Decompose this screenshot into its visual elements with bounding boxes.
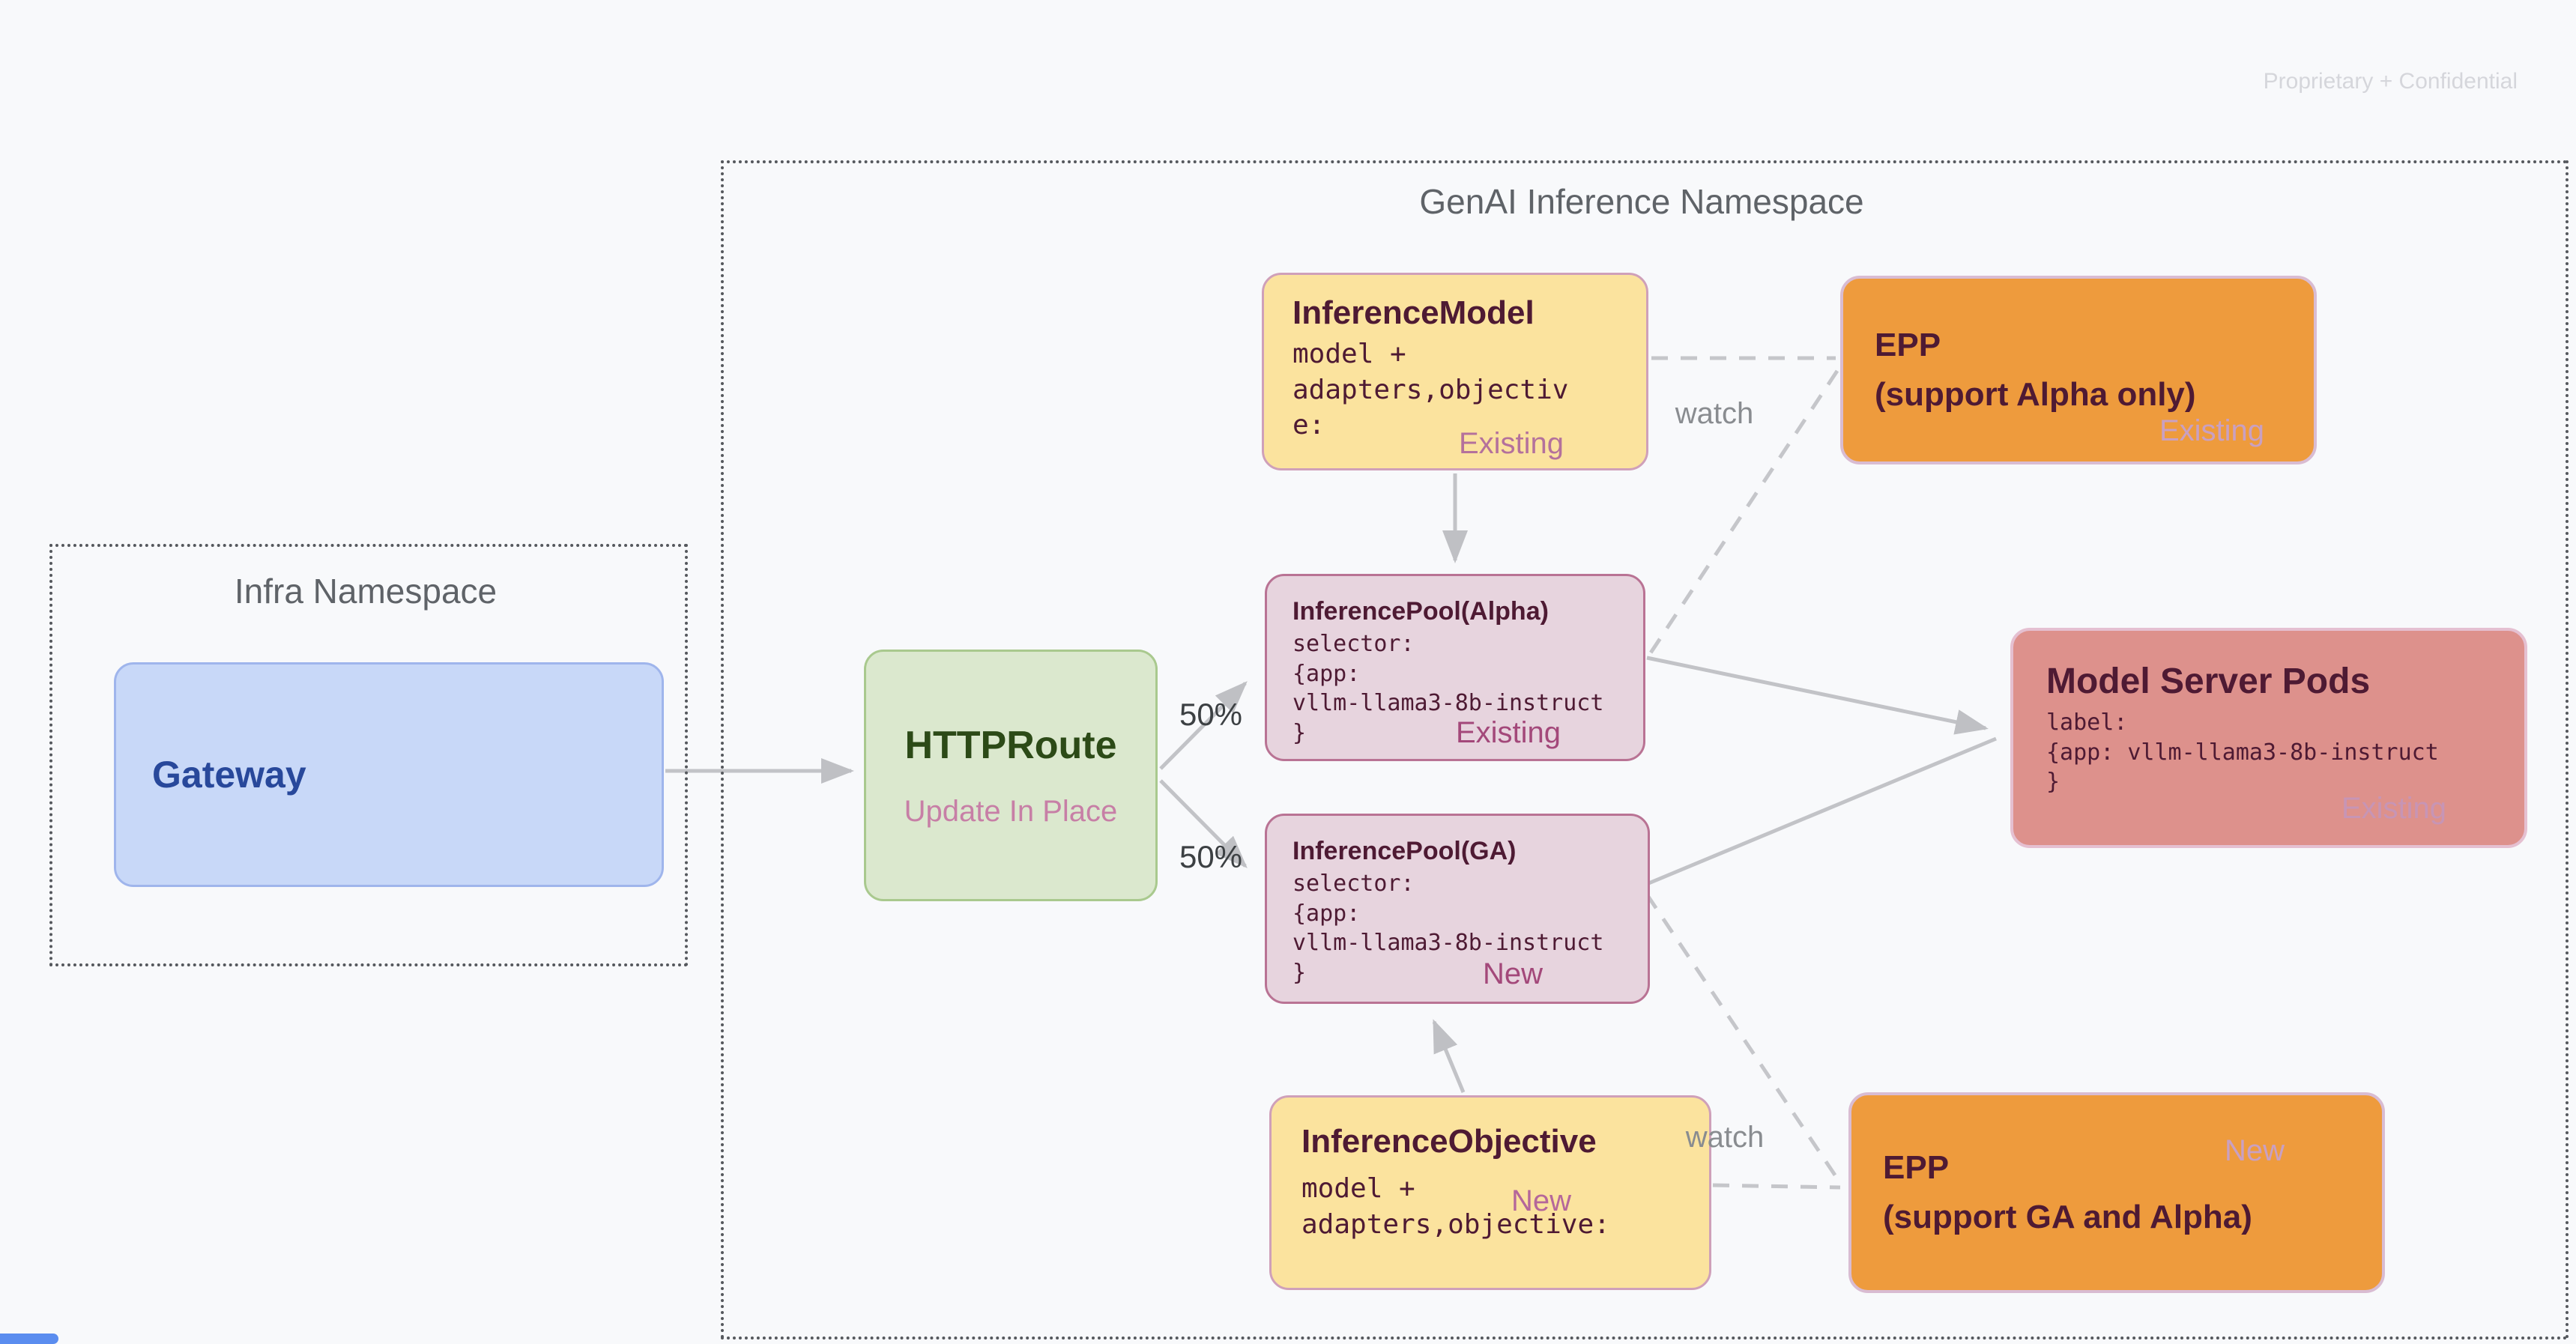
node-model-server-pods[interactable]: Model Server Pods label: {app: vllm-llam… [2010,628,2527,848]
epp-alpha-status-badge: Existing [2159,414,2264,447]
pods-status-badge: Existing [2341,792,2446,825]
pool-alpha-status-badge: Existing [1455,716,1561,749]
watermark: Proprietary + Confidential [2263,69,2518,94]
edge-label-split-bottom: 50% [1179,839,1243,874]
infra-namespace-box[interactable] [49,544,688,966]
inference-model-code: model + adapters,objectiv e: [1292,339,1569,441]
node-inference-objective[interactable]: InferenceObjective model + adapters,obje… [1269,1095,1711,1290]
epp-ga-title-line2: (support GA and Alpha) [1883,1199,2252,1235]
inference-model-title: InferenceModel [1292,294,1535,331]
pool-alpha-title: InferencePool(Alpha) [1292,597,1549,626]
edge-label-watch-top: watch [1675,397,1754,430]
epp-ga-title-line1: EPP [1883,1149,1950,1186]
inference-objective-code: model + adapters,objective: [1301,1173,1610,1240]
genai-namespace-box[interactable] [721,160,2569,1340]
edge-label-watch-bottom: watch [1685,1121,1765,1154]
inference-objective-status-badge: New [1511,1184,1572,1217]
node-epp-alpha[interactable]: EPP (support Alpha only) Existing [1840,276,2317,464]
pods-title: Model Server Pods [2046,662,2371,701]
pool-ga-status-badge: New [1482,957,1543,990]
epp-alpha-title-line1: EPP [1875,327,1941,363]
pool-alpha-code: selector: {app: vllm-llama3-8b-instruct … [1292,631,1604,746]
infra-namespace-title: Infra Namespace [234,572,498,611]
node-inference-pool-alpha[interactable]: InferencePool(Alpha) selector: {app: vll… [1265,574,1645,761]
httproute-subtitle: Update In Place [904,794,1118,828]
node-inference-pool-ga[interactable]: InferencePool(GA) selector: {app: vllm-l… [1265,814,1650,1004]
httproute-title: HTTPRoute [904,723,1117,767]
pool-ga-title: InferencePool(GA) [1292,837,1517,865]
pods-code: label: {app: vllm-llama3-8b-instruct } [2046,709,2439,796]
inference-objective-title: InferenceObjective [1301,1123,1597,1160]
gateway-title: Gateway [152,754,306,796]
edge-label-split-top: 50% [1179,697,1243,732]
node-httproute[interactable]: HTTPRoute Update In Place [864,650,1158,901]
inference-model-status-badge: Existing [1458,427,1564,460]
node-gateway[interactable]: Gateway [114,662,664,887]
corner-accent-bar [0,1334,58,1344]
node-epp-ga[interactable]: EPP (support GA and Alpha) New [1848,1092,2385,1293]
genai-namespace-title: GenAI Inference Namespace [1419,182,1864,221]
epp-alpha-title-line2: (support Alpha only) [1875,376,2196,413]
node-inference-model[interactable]: InferenceModel model + adapters,objectiv… [1262,273,1648,470]
pool-ga-code: selector: {app: vllm-llama3-8b-instruct … [1292,871,1604,986]
epp-ga-status-badge: New [2224,1134,2285,1167]
